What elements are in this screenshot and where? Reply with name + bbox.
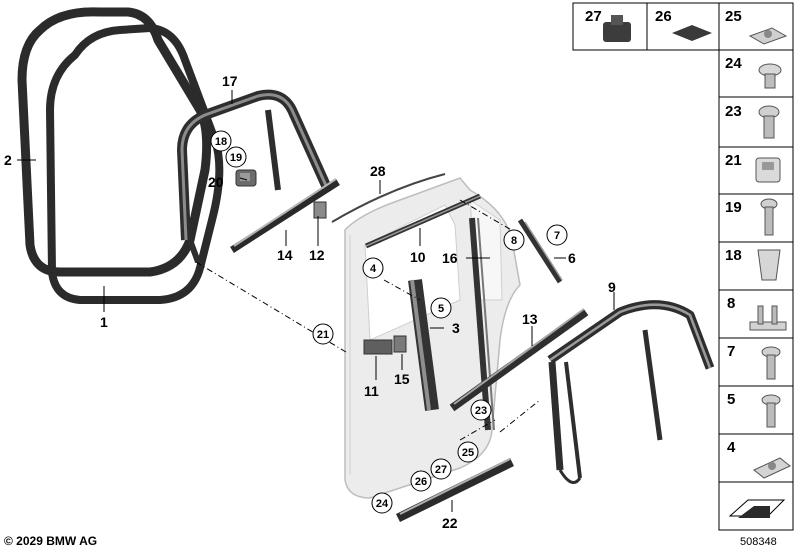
rear-door [344, 177, 521, 499]
label-part-6: 6 [568, 250, 576, 266]
panel-cell-arrow [718, 481, 794, 531]
circle-label-23: 23 [470, 399, 492, 421]
panel-cell-27: 27 [572, 2, 648, 51]
svg-text:8: 8 [511, 235, 517, 247]
panel-cell-5: 5 [718, 385, 794, 435]
panel-cell-25: 25 [718, 2, 794, 51]
label-part-17: 17 [222, 73, 238, 89]
svg-text:23: 23 [725, 103, 742, 120]
panel-cell-24: 24 [718, 49, 794, 98]
part-labels: 2 1 17 20 14 12 28 10 16 6 3 9 13 11 15 … [4, 73, 616, 531]
diagram-number: 508348 [740, 536, 777, 548]
label-part-9: 9 [608, 279, 616, 295]
svg-text:21: 21 [725, 152, 742, 169]
panel-cell-26: 26 [646, 2, 720, 51]
label-part-16: 16 [442, 250, 458, 266]
label-part-14: 14 [277, 247, 293, 263]
panel-cell-21: 21 [718, 146, 794, 195]
circle-label-8: 8 [503, 229, 525, 251]
label-part-15: 15 [394, 371, 410, 387]
svg-text:27: 27 [585, 8, 602, 25]
leader-lines [17, 90, 615, 512]
label-part-2: 2 [4, 152, 12, 168]
label-part-28: 28 [370, 163, 386, 179]
copyright: © 2029 BMW AG [4, 534, 97, 548]
svg-text:18: 18 [725, 247, 742, 264]
svg-text:7: 7 [554, 230, 560, 242]
bottom-strip [396, 457, 514, 523]
label-part-1: 1 [100, 314, 108, 330]
panel-cell-7: 7 [718, 337, 794, 387]
circle-label-19: 19 [225, 146, 247, 168]
circle-label-25: 25 [457, 441, 479, 463]
svg-text:26: 26 [415, 476, 427, 488]
svg-text:25: 25 [725, 8, 742, 25]
circled-labels: 18 19 4 5 8 7 21 23 [210, 130, 568, 514]
clip-parts [235, 169, 257, 187]
door-channels [331, 173, 589, 431]
svg-text:24: 24 [376, 498, 389, 510]
panel-cell-4: 4 [718, 433, 794, 483]
label-part-3: 3 [452, 320, 460, 336]
circle-label-24: 24 [371, 492, 393, 514]
svg-text:18: 18 [215, 136, 227, 148]
label-part-13: 13 [522, 311, 538, 327]
svg-text:24: 24 [725, 55, 742, 72]
circle-label-7: 7 [546, 224, 568, 246]
label-part-22: 22 [442, 515, 458, 531]
panel-cell-19: 19 [718, 193, 794, 243]
door-seals [17, 7, 224, 304]
circle-label-4: 4 [362, 257, 384, 279]
svg-text:19: 19 [725, 199, 742, 216]
parts-panel: 27 26 25 24 23 2 [572, 2, 794, 531]
circle-label-21: 21 [312, 323, 334, 345]
label-part-10: 10 [410, 249, 426, 265]
svg-text:8: 8 [727, 295, 735, 312]
svg-text:19: 19 [230, 152, 242, 164]
circle-label-26: 26 [410, 470, 432, 492]
svg-text:26: 26 [655, 8, 672, 25]
svg-text:25: 25 [462, 447, 474, 459]
panel-cell-23: 23 [718, 96, 794, 148]
svg-text:27: 27 [435, 464, 447, 476]
trim-strip [230, 178, 340, 253]
panel-cell-18: 18 [718, 241, 794, 291]
svg-text:4: 4 [370, 263, 377, 275]
circle-label-5: 5 [430, 297, 452, 319]
svg-text:5: 5 [438, 303, 444, 315]
outer-window-frame [547, 300, 715, 484]
window-frame-seal [177, 89, 333, 264]
svg-text:23: 23 [475, 405, 487, 417]
svg-text:5: 5 [727, 391, 735, 408]
label-part-11: 11 [364, 383, 379, 399]
svg-text:7: 7 [727, 343, 735, 360]
label-part-20: 20 [208, 174, 224, 190]
svg-text:4: 4 [727, 439, 736, 456]
circle-label-18: 18 [210, 130, 232, 152]
svg-text:21: 21 [317, 329, 329, 341]
circle-label-27: 27 [430, 458, 452, 480]
label-part-12: 12 [309, 247, 325, 263]
panel-cell-8: 8 [718, 289, 794, 339]
